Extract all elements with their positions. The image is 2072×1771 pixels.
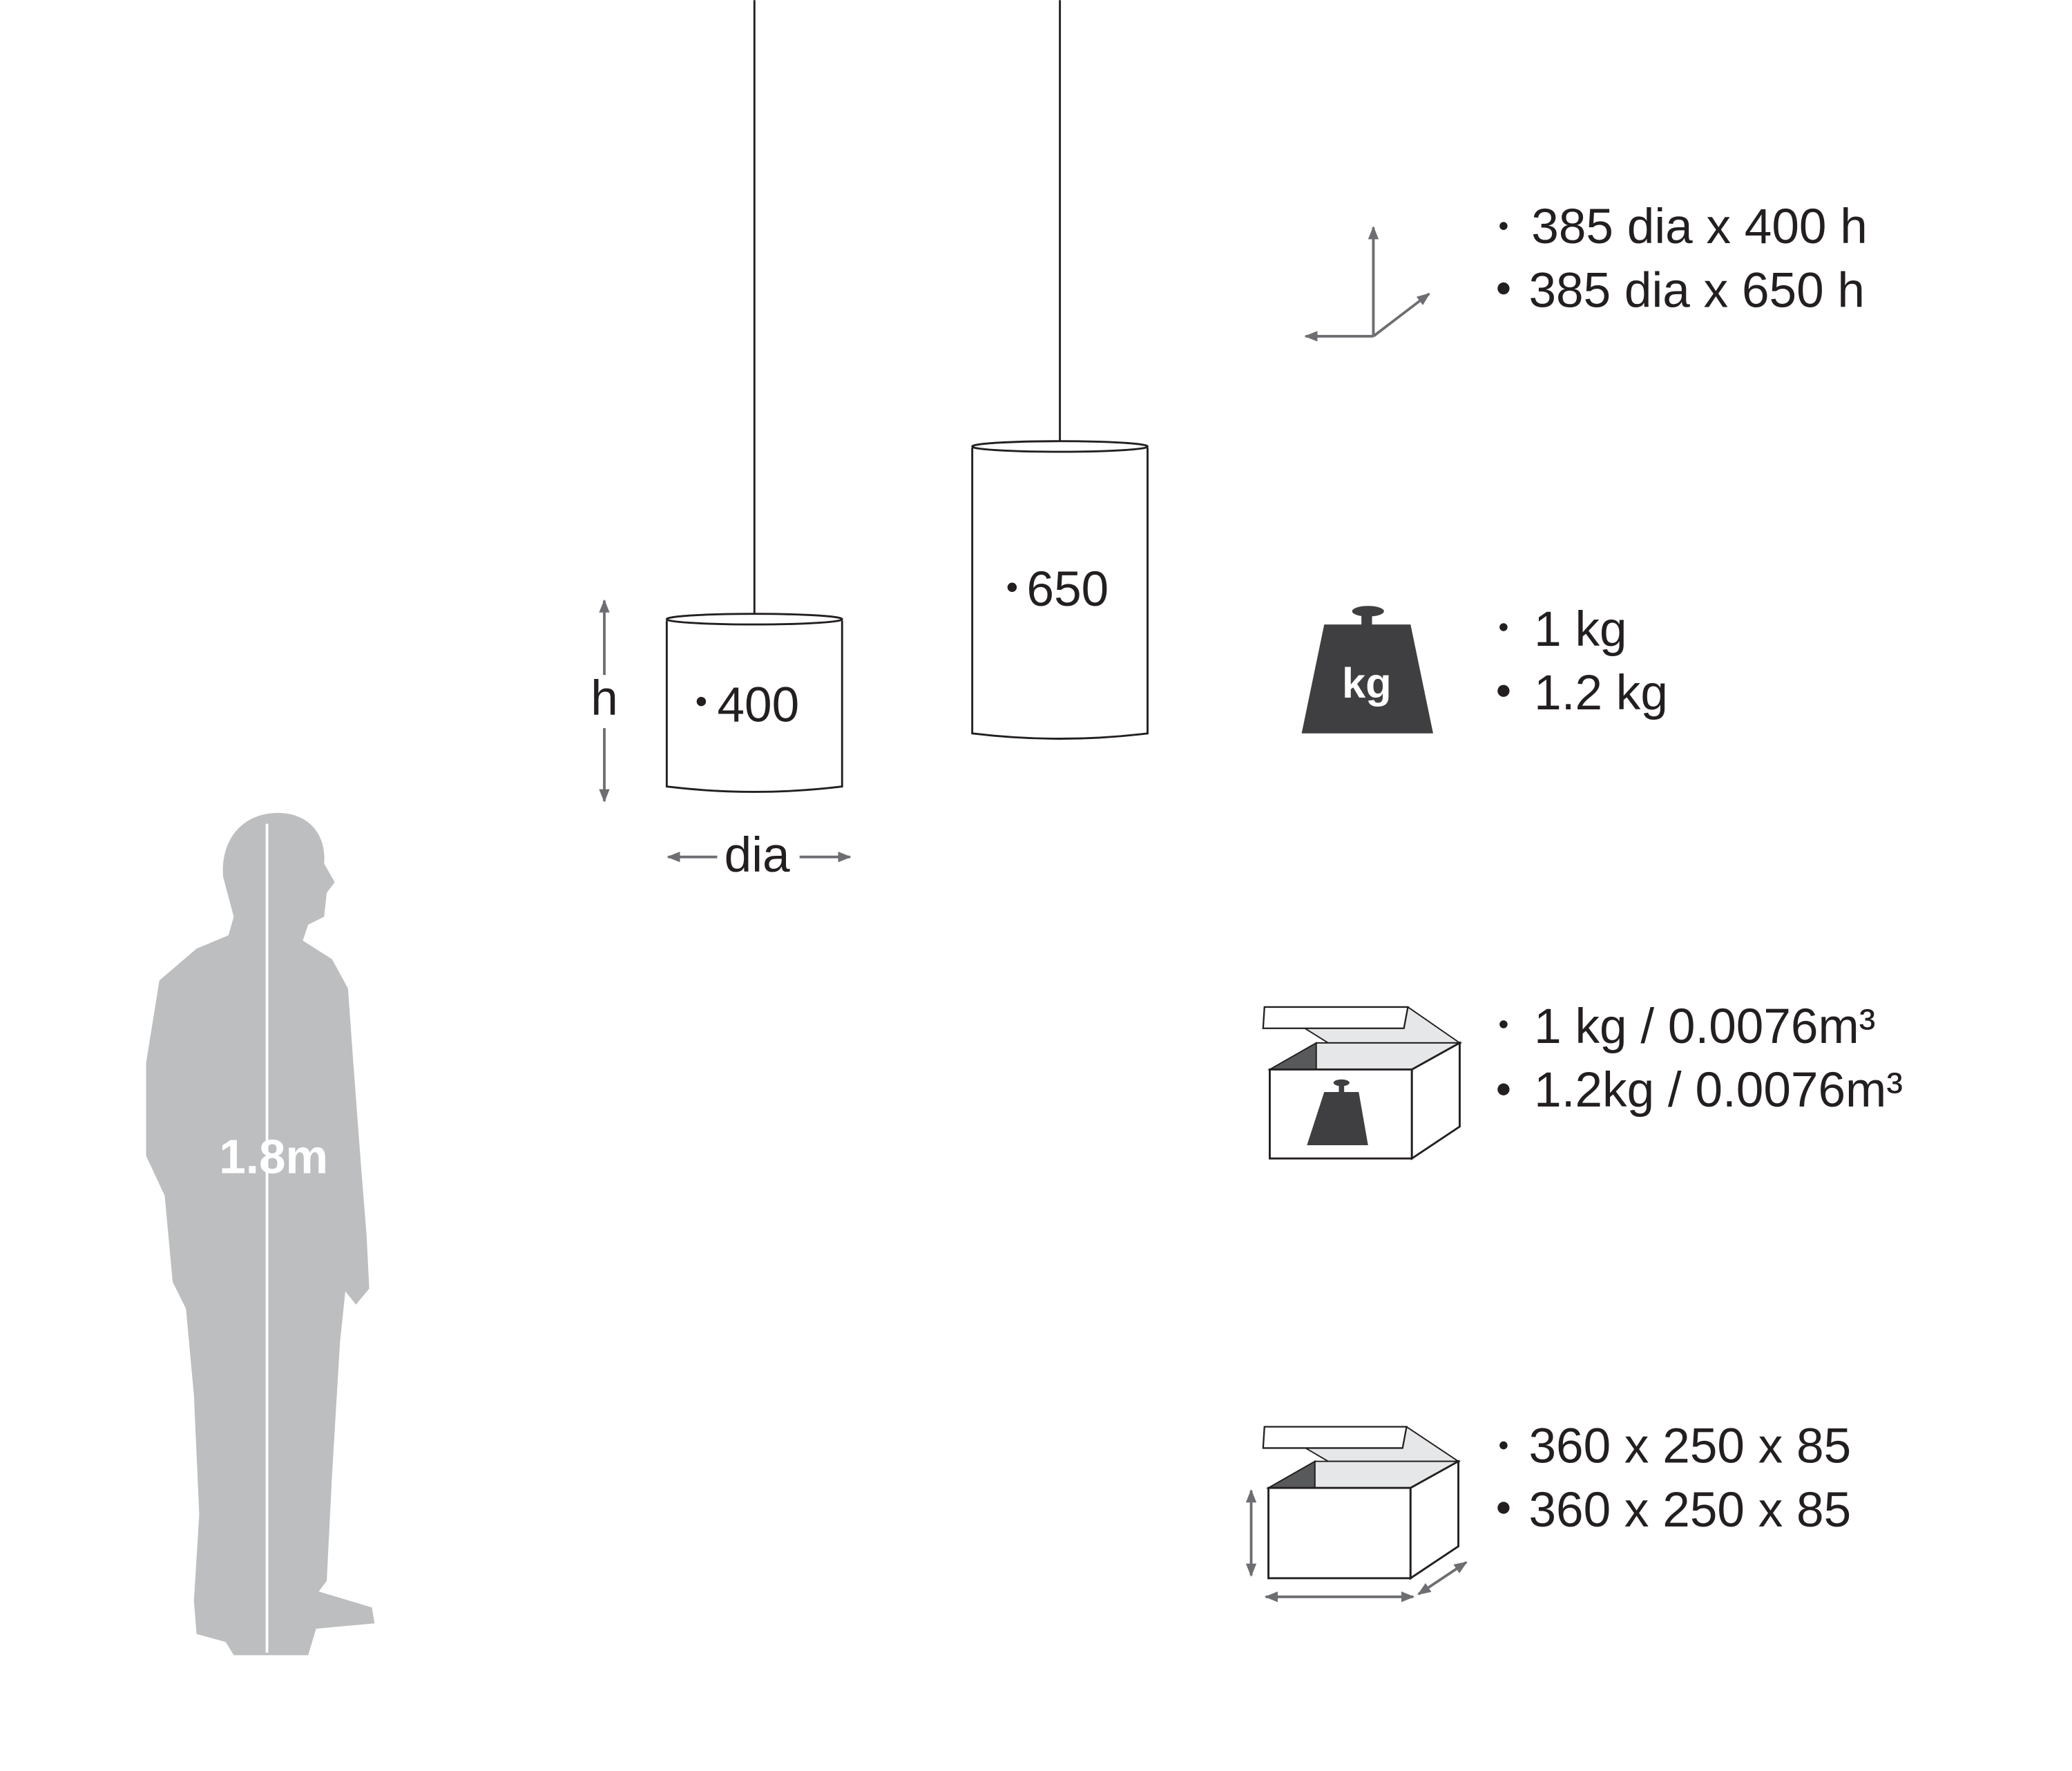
dimensions-axes-icon — [1304, 226, 1430, 342]
packaged-list: 1 kg / 0.0076m³ 1.2kg / 0.0076m³ — [1497, 999, 1903, 1118]
packaged-item: 1.2kg / 0.0076m³ — [1534, 1063, 1903, 1118]
weight-item: 1 kg — [1534, 602, 1627, 657]
packaged-weight-icon — [1262, 1006, 1463, 1160]
weight-list: 1 kg 1.2 kg — [1497, 602, 1668, 720]
dimension-item: 385 dia x 650 h — [1528, 264, 1865, 318]
packaged-item: 1 kg / 0.0076m³ — [1534, 999, 1875, 1054]
package-dimension-item: 360 x 250 x 85 — [1528, 1483, 1851, 1538]
small-pendant-lamp: 400 — [665, 613, 843, 793]
package-dimension-item: 360 x 250 x 85 — [1528, 1419, 1851, 1474]
height-dimension-label: h — [591, 671, 618, 726]
person-height-label: 1.8m — [219, 1129, 328, 1183]
person-silhouette: 1.8m — [146, 812, 375, 1656]
weight-item: 1.2 kg — [1534, 666, 1668, 720]
package-dimensions-icon — [1245, 1426, 1468, 1602]
tall-lamp-height-label: 650 — [1027, 562, 1109, 617]
tall-pendant-lamp: 650 — [971, 440, 1149, 740]
weight-icon: kg — [1301, 606, 1433, 734]
package-dimensions-list: 360 x 250 x 85 360 x 250 x 85 — [1497, 1419, 1851, 1538]
dimensions-list: 385 dia x 400 h 385 dia x 650 h — [1497, 200, 1868, 318]
small-lamp-height-label: 400 — [717, 678, 799, 733]
diameter-dimension-label: dia — [725, 828, 790, 883]
weight-icon-label: kg — [1342, 660, 1392, 707]
dimension-item: 385 dia x 400 h — [1531, 200, 1868, 254]
